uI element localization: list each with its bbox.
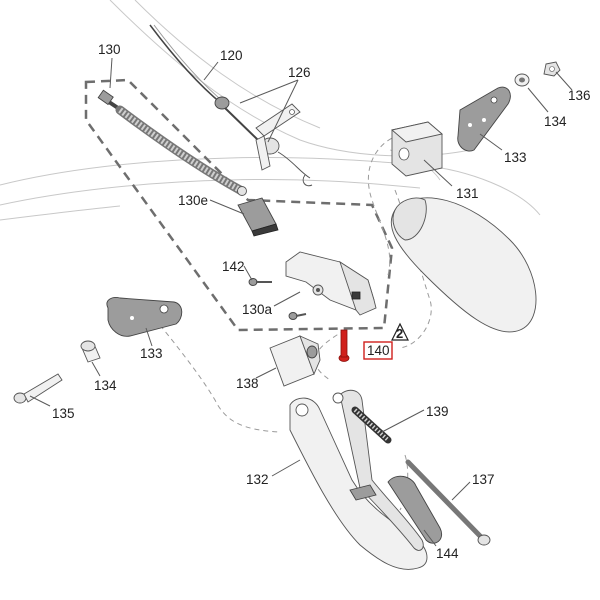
label-120: 120 [220, 48, 243, 63]
bushing-134-top [514, 73, 530, 87]
label-126: 126 [288, 65, 311, 80]
spring-139 [351, 406, 392, 444]
note-triangle-icon [391, 322, 409, 341]
assembly-guide-lines [159, 134, 432, 511]
screw-140-highlighted [338, 329, 350, 362]
label-140-box [363, 341, 393, 360]
label-134-top: 134 [544, 114, 567, 129]
pin-135 [13, 373, 63, 404]
plate-133-top [457, 86, 511, 152]
label-130: 130 [98, 42, 121, 57]
brake-lever-132 [289, 389, 428, 570]
label-142: 142 [222, 259, 245, 274]
label-144: 144 [436, 546, 459, 561]
sleeve-144 [387, 475, 442, 544]
block-131 [391, 121, 443, 177]
label-140: 140 [367, 343, 390, 358]
plate-138 [269, 335, 321, 387]
label-133-top: 133 [504, 150, 527, 165]
handlebar-grip [390, 197, 537, 333]
note-marker: 2 [396, 326, 403, 341]
cable-end-130e [237, 197, 279, 237]
cable-assembly-group-box [84, 78, 394, 332]
label-132: 132 [246, 472, 269, 487]
cable-housing-130 [97, 89, 247, 196]
label-138: 138 [236, 376, 259, 391]
leader-lines [29, 57, 573, 547]
label-135: 135 [52, 406, 75, 421]
label-131: 131 [456, 186, 479, 201]
label-130e: 130e [178, 193, 208, 208]
part-labels: 120 126 130 130e 142 130a 131 133 134 13… [52, 42, 591, 561]
label-134-left: 134 [94, 378, 117, 393]
cable-bracket [255, 103, 301, 171]
label-137: 137 [472, 472, 495, 487]
lever-mechanism-130a [285, 251, 377, 316]
bushing-134-left [80, 340, 101, 363]
pin-137 [405, 459, 491, 546]
label-136: 136 [568, 88, 591, 103]
plate-133-left [106, 297, 183, 337]
label-140-highlight: 140 2 [363, 322, 409, 360]
label-130a: 130a [242, 302, 273, 317]
label-139: 139 [426, 404, 449, 419]
label-133-left: 133 [140, 346, 163, 361]
screws-142 [248, 278, 307, 320]
